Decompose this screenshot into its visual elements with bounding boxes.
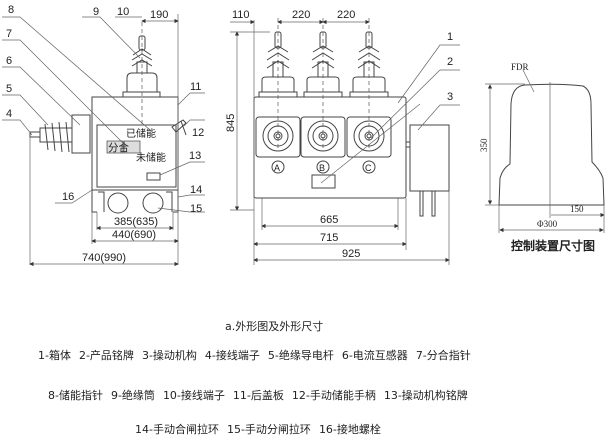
front-view: A B C 1 2 3 110 220 220 845 665 715 <box>225 9 460 265</box>
legend-item: 14-手动合闸拉环 <box>135 423 219 436</box>
dim-220-b: 220 <box>337 9 355 21</box>
dim-150: 150 <box>570 204 584 214</box>
mechanism-nameplate <box>146 172 161 181</box>
figure-caption: a.外形图及外形尺寸 <box>225 320 324 333</box>
callout-3: 3 <box>447 91 453 103</box>
uncharged-label: 未储能 <box>136 151 166 164</box>
fdr-label: FDR <box>511 62 529 72</box>
control-unit-outline <box>498 83 605 206</box>
dim-440: 440(690) <box>112 229 156 241</box>
legend-item: 10-接线端子 <box>162 389 225 402</box>
legend-item: 7-分合指针 <box>415 349 471 362</box>
callout-15: 15 <box>190 203 202 215</box>
callout-12: 12 <box>192 127 204 139</box>
callout-14: 14 <box>190 184 202 196</box>
charged-label: 已储能 <box>126 127 156 140</box>
callout-9: 9 <box>93 6 99 18</box>
control-unit-view: FDR 350 150 Φ300 控制装置尺寸图 <box>479 62 605 253</box>
legend-item: 3-操动机构 <box>141 349 197 362</box>
legend-item: 1-箱体 <box>38 349 71 362</box>
legend-row-1: 1-箱体 2-产品铭牌 3-操动机构 4-接线端子 5-绝缘导电杆 6-电流互感器 7-分合… <box>38 347 479 363</box>
phase-c: C <box>365 163 372 173</box>
bushings <box>255 18 392 158</box>
callout-2: 2 <box>447 56 453 68</box>
phase-b: B <box>319 163 325 173</box>
ct-block <box>71 114 91 154</box>
top-insulator <box>122 22 161 125</box>
legend-row-3: 14-手动合闸拉环 15-手动分闸拉环 16-接地螺栓 <box>135 421 389 437</box>
legend-item: 5-绝缘导电杆 <box>267 349 334 362</box>
callout-16: 16 <box>62 191 74 203</box>
legend-item: 15-手动分闸拉环 <box>226 423 311 436</box>
side-panel <box>96 124 177 188</box>
legend-item: 8-储能指针 <box>48 389 103 402</box>
dim-110: 110 <box>232 9 250 21</box>
close-pull-ring <box>107 192 129 214</box>
dim-phi300: Φ300 <box>537 219 558 229</box>
dim-220-a: 220 <box>292 9 310 21</box>
legend-row-2: 8-储能指针 9-绝缘筒 10-接线端子 11-后盖板 12-手动储能手柄 13-操动机构… <box>48 387 476 403</box>
dim-190: 190 <box>150 9 168 21</box>
callout-8: 8 <box>8 4 14 16</box>
phase-a: A <box>274 163 280 173</box>
open-close-indicator-bg <box>106 140 124 154</box>
control-unit-caption: 控制装置尺寸图 <box>511 238 595 253</box>
legend-item: 4-接线端子 <box>204 349 260 362</box>
dim-665: 665 <box>320 214 338 226</box>
charging-handle <box>171 119 187 136</box>
dim-715: 715 <box>320 232 338 244</box>
legend-item: 2-产品铭牌 <box>78 349 134 362</box>
legend-item: 16-接地螺栓 <box>318 423 381 436</box>
callout-7: 7 <box>6 28 12 40</box>
legend-item: 11-后盖板 <box>232 389 284 402</box>
dim-385: 385(635) <box>114 216 158 228</box>
open-pull-ring <box>142 192 164 214</box>
legend-item: 6-电流互感器 <box>341 349 408 362</box>
operating-mechanism-box <box>409 124 450 192</box>
legend-item: 13-操动机构铭牌 <box>383 389 468 402</box>
side-view: 分合 已储能 未储能 8 9 10 7 6 5 4 11 12 13 14 15… <box>2 4 205 267</box>
callout-6: 6 <box>6 55 12 67</box>
callout-4: 4 <box>6 108 12 120</box>
callout-13: 13 <box>189 150 201 162</box>
callout-10: 10 <box>117 6 129 18</box>
dim-845: 845 <box>225 114 237 132</box>
dim-925: 925 <box>342 248 360 260</box>
legend-item: 12-手动储能手柄 <box>291 389 376 402</box>
product-nameplate <box>311 174 336 189</box>
front-housing <box>253 96 407 199</box>
dim-740: 740(990) <box>82 252 126 264</box>
open-close-indicator: 分合 <box>108 141 129 154</box>
side-insulator <box>29 121 73 153</box>
callout-1: 1 <box>447 31 453 43</box>
callout-5: 5 <box>6 83 12 95</box>
callout-11: 11 <box>190 81 201 93</box>
dim-350: 350 <box>479 138 489 152</box>
legend-item: 9-绝缘筒 <box>110 389 155 402</box>
